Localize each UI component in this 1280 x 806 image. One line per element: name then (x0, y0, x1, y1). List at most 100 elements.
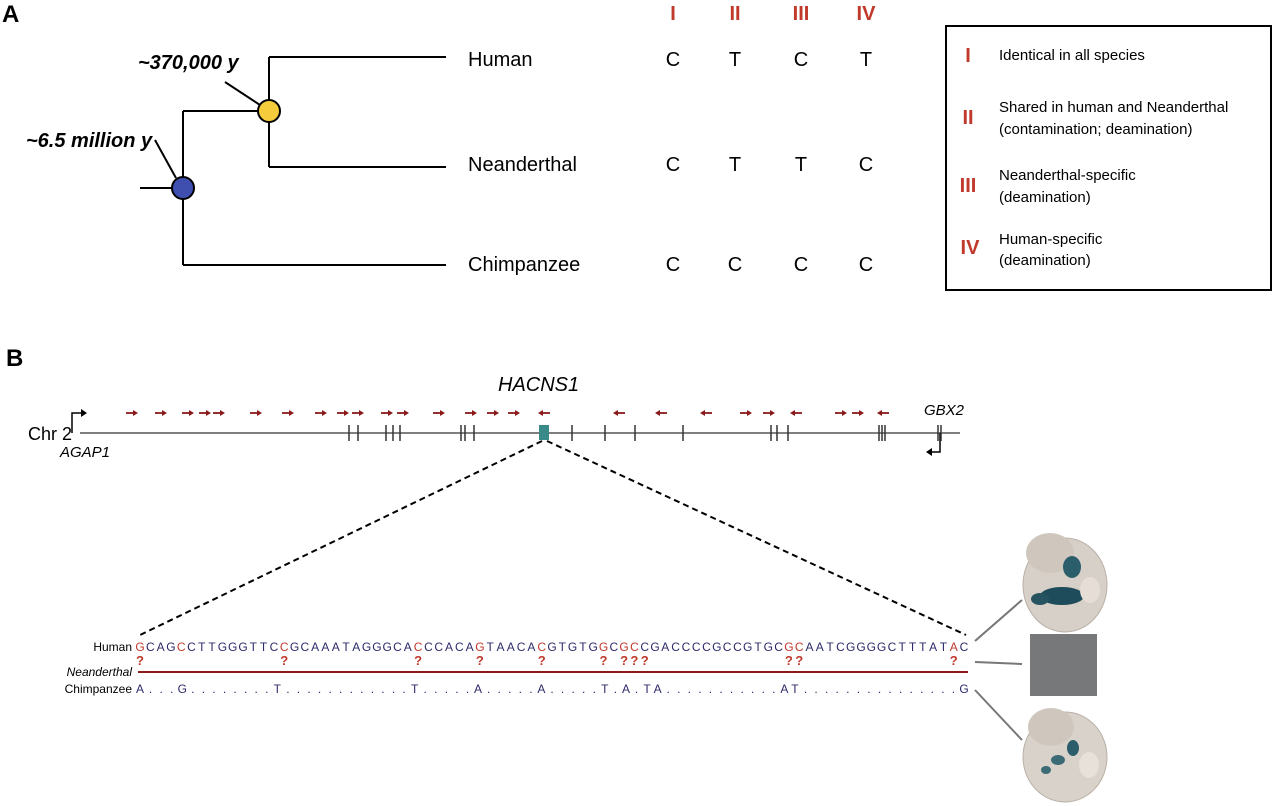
row-label-chimpanzee: Chimpanzee (65, 682, 133, 696)
chimp-base: . (952, 682, 955, 696)
row-label-human: Human (93, 640, 132, 654)
base-chimpanzee-iii: C (794, 254, 808, 276)
right-arrow-icon (126, 410, 138, 416)
human-base: C (733, 640, 742, 654)
chimp-base: . (339, 682, 342, 696)
chimp-base: . (233, 682, 236, 696)
human-base: C (537, 640, 546, 654)
chimp-base: T (274, 682, 282, 696)
chimp-base: A (537, 682, 545, 696)
right-arrow-icon (397, 410, 409, 416)
chimp-base: G (959, 682, 968, 696)
column-header-i: I (670, 3, 676, 25)
chimp-base: . (265, 682, 268, 696)
right-arrow-icon (740, 410, 752, 416)
chimp-base: . (381, 682, 384, 696)
panel-a-label: A (2, 1, 19, 28)
right-arrow-icon (213, 410, 225, 416)
chimp-base: . (255, 682, 258, 696)
human-base: G (599, 640, 608, 654)
connector-human-embryo (974, 599, 1023, 642)
chimp-base: . (529, 682, 532, 696)
chimp-base: . (571, 682, 574, 696)
human-base: A (321, 640, 329, 654)
question-mark: ? (620, 653, 628, 668)
human-base: C (692, 640, 701, 654)
human-base: A (929, 640, 937, 654)
conserved-element-arrows (126, 410, 889, 416)
chimp-base: . (762, 682, 765, 696)
chimp-base: . (688, 682, 691, 696)
gbx2-tss-arrow (931, 433, 941, 453)
human-base: C (393, 640, 402, 654)
chimp-base: G (178, 682, 187, 696)
left-arrow-icon (613, 410, 625, 416)
human-base: T (826, 640, 834, 654)
human-base: T (940, 640, 948, 654)
chimpanzee-sequence: A...G........T............T.....A.....A.… (136, 682, 969, 696)
chimp-base: . (740, 682, 743, 696)
chimp-base: . (149, 682, 152, 696)
chimp-base: . (244, 682, 247, 696)
chimp-base: . (857, 682, 860, 696)
chimp-base: . (751, 682, 754, 696)
question-mark: ? (600, 653, 608, 668)
human-base: C (671, 640, 680, 654)
legend-box: I Identical in all species II Shared in … (945, 25, 1272, 291)
human-base: A (507, 640, 515, 654)
chimp-base: . (466, 682, 469, 696)
human-base: C (424, 640, 433, 654)
chimp-base: . (719, 682, 722, 696)
human-base: C (187, 640, 196, 654)
human-base: G (743, 640, 752, 654)
human-base: C (146, 640, 155, 654)
chimp-base: A (622, 682, 630, 696)
human-base: C (702, 640, 711, 654)
chimp-base: . (434, 682, 437, 696)
legend-num-i: I (965, 45, 971, 67)
human-base: G (135, 640, 144, 654)
base-human-iv: T (860, 49, 872, 71)
human-base: G (568, 640, 577, 654)
right-arrow-icon (282, 410, 294, 416)
human-base: A (157, 640, 165, 654)
chimp-base: . (698, 682, 701, 696)
legend-text-iii-1: Neanderthal-specific (999, 167, 1136, 184)
human-base: C (888, 640, 897, 654)
chimp-embryo-image (1022, 708, 1108, 803)
base-chimpanzee-ii: C (728, 254, 742, 276)
right-arrow-icon (487, 410, 499, 416)
human-base: G (475, 640, 484, 654)
right-arrow-icon (852, 410, 864, 416)
inner-node-age: ~370,000 y (138, 52, 240, 74)
chimp-base: . (709, 682, 712, 696)
question-mark: ? (136, 653, 144, 668)
chimp-base: . (772, 682, 775, 696)
legend-text-iii-2: (deamination) (999, 189, 1091, 206)
chimp-base: T (601, 682, 609, 696)
chimp-base: . (635, 682, 638, 696)
human-base: G (867, 640, 876, 654)
chimp-base: . (455, 682, 458, 696)
right-arrow-icon (315, 410, 327, 416)
human-base: C (682, 640, 691, 654)
chimp-base: . (730, 682, 733, 696)
human-base: C (723, 640, 732, 654)
human-base: C (434, 640, 443, 654)
chimp-base: . (212, 682, 215, 696)
chimp-base: . (804, 682, 807, 696)
chimp-base: . (371, 682, 374, 696)
chimp-base: . (519, 682, 522, 696)
chimp-base: . (825, 682, 828, 696)
human-base: G (877, 640, 886, 654)
chimp-base: . (350, 682, 353, 696)
human-base: T (559, 640, 567, 654)
chimp-base: . (550, 682, 553, 696)
human-base: C (280, 640, 289, 654)
human-base: G (362, 640, 371, 654)
human-base: C (414, 640, 423, 654)
question-mark: ? (476, 653, 484, 668)
human-base: G (547, 640, 556, 654)
left-arrow-icon (877, 410, 889, 416)
